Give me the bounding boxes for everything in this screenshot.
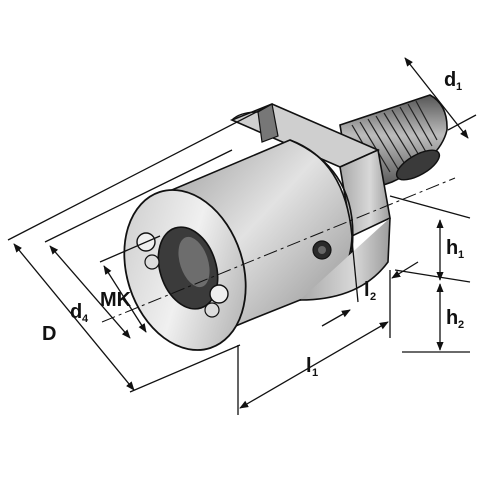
label-l1-sub: 1: [312, 367, 318, 379]
label-d1-sub: 1: [456, 81, 462, 93]
label-h1-sub: 1: [458, 249, 464, 261]
dimension-labels: D d 4 MK d 1 h 1 h 2 l 1 l 2: [42, 69, 464, 379]
label-MK: MK: [100, 289, 132, 311]
label-l2-sub: 2: [370, 291, 376, 303]
screw-icon: [209, 284, 229, 304]
label-h1: h: [446, 237, 458, 259]
label-h2: h: [446, 307, 458, 329]
screw-icon: [144, 254, 160, 270]
screw-icon: [204, 302, 220, 318]
center-line: [101, 177, 456, 323]
label-l1: l: [306, 355, 312, 377]
dimension-lines: [7, 57, 477, 415]
label-d1: d: [444, 69, 456, 91]
label-D: D: [42, 323, 56, 345]
label-d4-sub: 4: [82, 313, 89, 325]
label-d4: d: [70, 301, 82, 323]
shank-flat: [395, 149, 441, 181]
label-l2: l: [364, 279, 370, 301]
label-h2-sub: 2: [458, 319, 464, 331]
front-face: [123, 189, 247, 351]
